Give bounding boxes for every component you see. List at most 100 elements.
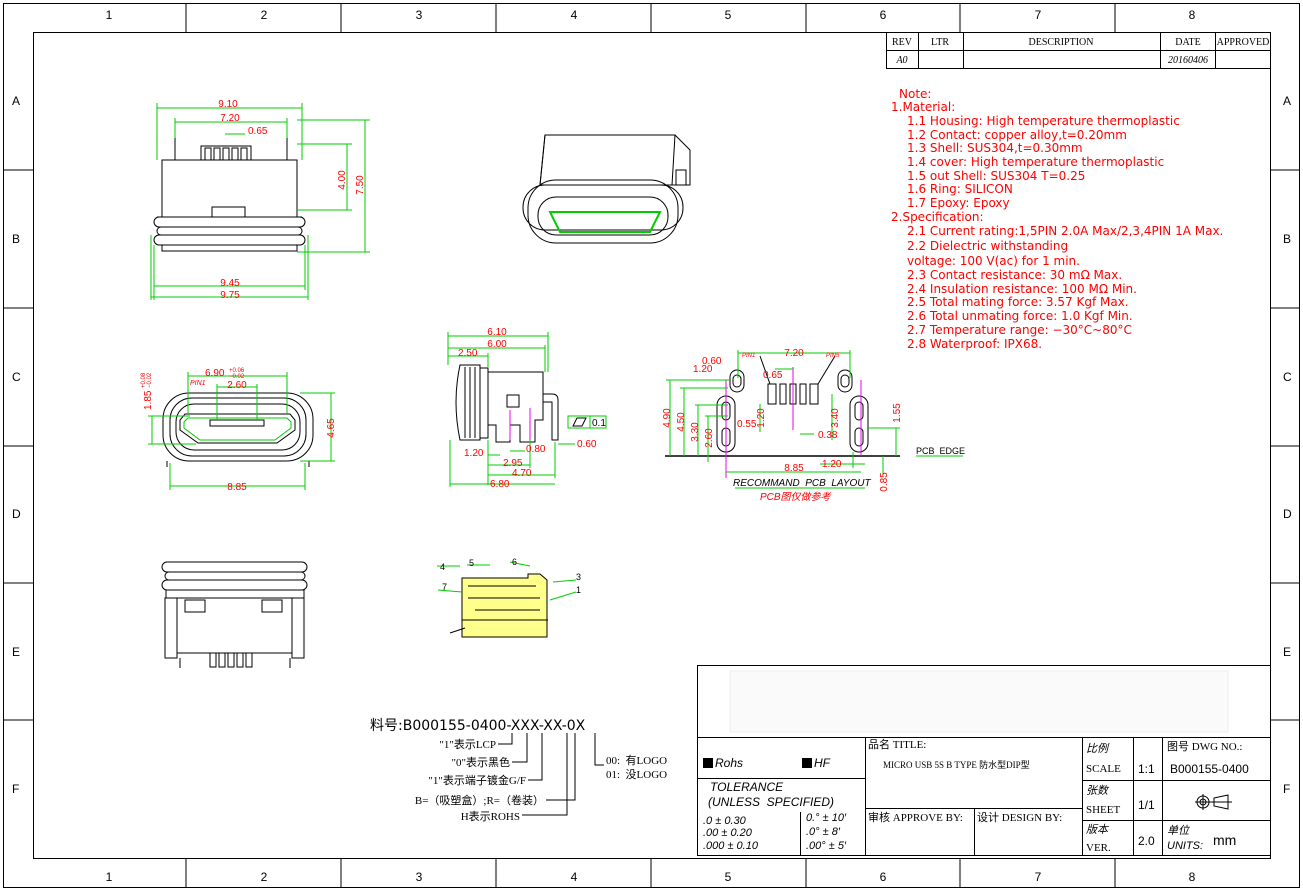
sheet-label: SHEET [1086, 804, 1121, 816]
col-4: 4 [571, 8, 578, 22]
legend-rohs: H表示ROHS [461, 809, 520, 823]
ver-cn: 版本 [1086, 823, 1110, 836]
col-7: 7 [1035, 8, 1042, 22]
units-label: UNITS: [1167, 840, 1203, 852]
date-value: 20160406 [1168, 55, 1208, 66]
col-1: 1 [106, 8, 113, 22]
row-f-right: F [1283, 782, 1290, 796]
dim-6-90: 6.90 [205, 368, 225, 379]
approved-header: APPROVED [1217, 37, 1270, 48]
mating-face-view: PIN1 6.90 +0.06 −0.02 2.60 1.85 +0.08 −0… [141, 368, 337, 493]
dim-6-10: 6.10 [487, 327, 507, 338]
dim-0-55: 0.55 [737, 419, 757, 430]
row-f: F [12, 782, 19, 796]
first-angle-projection-icon [1195, 794, 1232, 810]
col-3-bottom: 3 [416, 870, 423, 884]
tolerance-linear: .0 ± 0.30 [703, 815, 747, 827]
spec-note: 2.4 Insulation resistance: 100 MΩ Min. [907, 282, 1137, 296]
description-header: DESCRIPTION [1028, 37, 1093, 48]
dim-2-60: 2.60 [227, 380, 247, 391]
sheet-cn: 张数 [1086, 784, 1110, 797]
pcb-layout-subtitle: PCB图仅做参考 [760, 491, 832, 503]
tolerance-angular: .00° ± 5′ [806, 840, 847, 852]
dim-7-20: 7.20 [784, 348, 804, 359]
material-note: 1.7 Epoxy: Epoxy [907, 196, 1010, 210]
rev-value: A0 [895, 55, 907, 66]
dim-9-10: 9.10 [218, 99, 238, 110]
approve-label: 审核 APPROVE BY: [868, 810, 963, 824]
dim-6-00: 6.00 [487, 339, 507, 350]
notes-heading: Note: [899, 87, 931, 101]
material-heading: 1.Material: [891, 100, 955, 114]
dim-3-30: 3.30 [690, 422, 701, 442]
dwg-label: 图号 DWG NO.: [1167, 740, 1242, 753]
isometric-view [522, 134, 691, 244]
dim-4-65: 4.65 [326, 418, 337, 438]
material-note: 1.5 out Shell: SUS304 T=0.25 [907, 169, 1085, 183]
scale-cn: 比例 [1086, 742, 1110, 755]
dim-9-75: 9.75 [220, 290, 240, 301]
dim-0-85: 0.85 [879, 472, 890, 492]
dim-2-60: 2.60 [704, 428, 715, 448]
col-2-bottom: 2 [261, 870, 268, 884]
spec-note: 2.8 Waterproof: IPX68. [907, 337, 1042, 351]
col-1-bottom: 1 [106, 870, 113, 884]
dim-7-20: 7.20 [220, 113, 240, 124]
specification-heading: 2.Specification: [891, 210, 984, 224]
title-value: MICRO USB 5S B TYPE 防水型DIP型 [883, 759, 1030, 770]
dim-2-50: 2.50 [458, 348, 478, 359]
pcb-edge-label: PCB EDGE [916, 446, 965, 456]
pcb-layout-title: RECOMMAND PCB LAYOUT [733, 478, 871, 489]
spec-note: 2.6 Total unmating force: 1.0 Kgf Min. [907, 309, 1133, 323]
dim-1-85: 1.85 [143, 390, 154, 410]
dim-3-40: 3.40 [830, 408, 841, 428]
row-a: A [12, 94, 20, 108]
legend-black: "0"表示黑色 [452, 755, 510, 769]
tolerance-subtitle: (UNLESS SPECIFIED) [708, 795, 834, 809]
dim-1-20-edge: 1.20 [822, 459, 842, 470]
col-7-bottom: 7 [1035, 870, 1042, 884]
spec-note: voltage: 100 V(ac) for 1 min. [907, 254, 1080, 268]
legend-plating: "1"表示端子镀金G/F [428, 773, 526, 787]
tolerance-title: TOLERANCE [710, 780, 784, 794]
ltr-header: LTR [931, 37, 949, 48]
dim-4-70: 4.70 [512, 468, 532, 479]
col-5-bottom: 5 [725, 870, 732, 884]
tol-minus: −0.02 [229, 374, 245, 380]
dim-8-85: 8.85 [784, 463, 804, 474]
pin1-label: PIN1 [742, 353, 755, 359]
dim-1-20: 1.20 [464, 448, 484, 459]
dim-8-85: 8.85 [227, 482, 247, 493]
rohs-label: Rohs [715, 756, 743, 770]
material-note: 1.3 Shell: SUS304,t=0.30mm [907, 141, 1083, 155]
units-value: mm [1213, 832, 1236, 848]
dim-0-65: 0.65 [248, 126, 268, 137]
scale-label: SCALE [1086, 763, 1121, 775]
row-a-right: A [1283, 94, 1291, 108]
row-e-right: E [1283, 645, 1291, 659]
col-6-bottom: 6 [880, 870, 887, 884]
title-block: Rohs HF TOLERANCE (UNLESS SPECIFIED) .0 … [697, 665, 1271, 856]
tolerance-angular: .0° ± 8′ [806, 826, 841, 838]
logo-option: 01: 没LOGO [606, 768, 667, 781]
legend-packaging: B=（吸塑盒）;R=（卷装） [415, 793, 544, 807]
row-b: B [12, 232, 20, 246]
dim-4-50: 4.50 [676, 412, 687, 432]
zone-markers: 1 2 3 4 5 6 7 8 1 2 3 4 5 6 7 8 A B C D … [4, 4, 1299, 887]
legend-lcp: "1"表示LCP [439, 737, 496, 751]
title-label: 品名 TITLE: [868, 737, 926, 751]
dwg-value: B000155-0400 [1170, 762, 1249, 776]
dim-1-20: 1.20 [693, 364, 713, 375]
scale-value: 1:1 [1138, 762, 1155, 776]
row-d-right: D [1283, 507, 1292, 521]
pin1-label: PIN1 [190, 380, 206, 387]
pin5-label: PIN5 [826, 353, 840, 359]
ver-value: 2.0 [1138, 834, 1155, 848]
dim-9-45: 9.45 [220, 278, 240, 289]
tolerance-linear: .000 ± 0.10 [703, 840, 759, 852]
dim-0-65: 0.65 [763, 370, 783, 381]
callout-3: 3 [576, 572, 581, 582]
callout-5: 5 [469, 558, 474, 568]
logo-option: 00: 有LOGO [606, 753, 667, 767]
